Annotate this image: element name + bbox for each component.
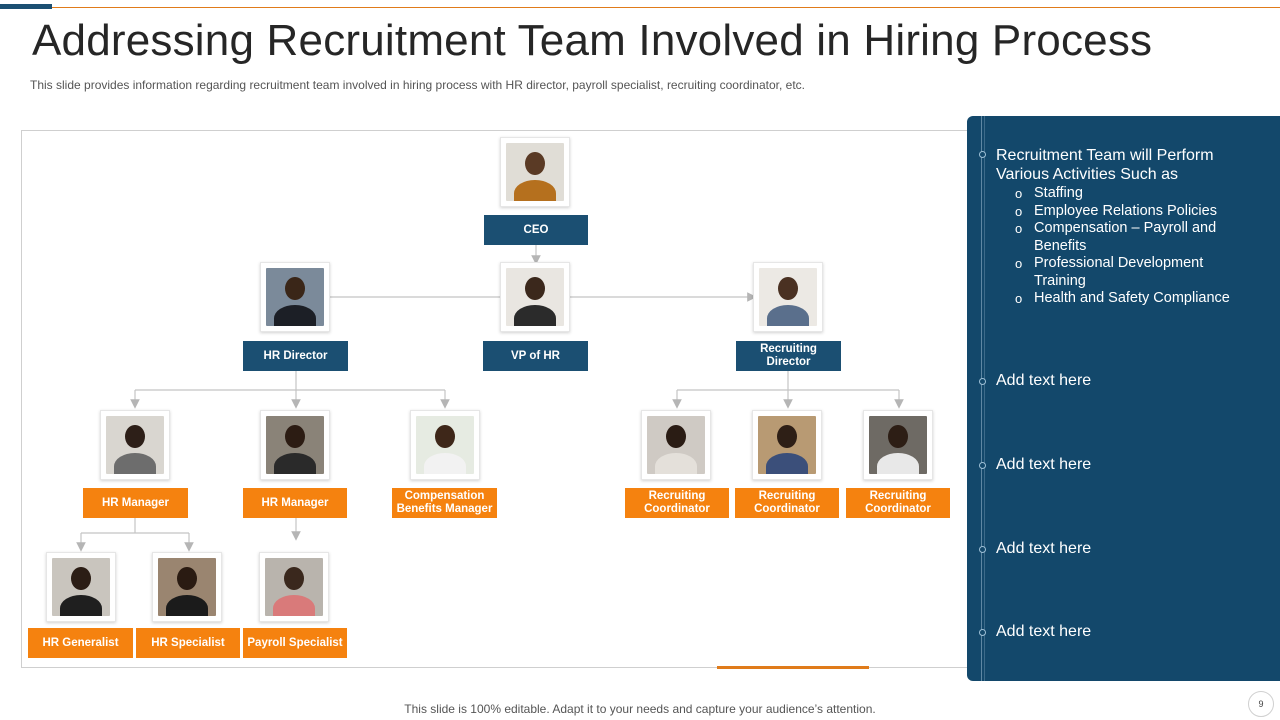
hr-director-photo[interactable] xyxy=(260,262,330,332)
recruiting-director-portrait-icon xyxy=(759,268,817,326)
hr-generalist-photo[interactable] xyxy=(46,552,116,622)
panel-placeholder-1[interactable]: Add text here xyxy=(996,372,1092,389)
hr-manager-1-label[interactable]: HR Manager xyxy=(83,488,188,518)
recruiting-coordinator-1-label[interactable]: Recruiting Coordinator xyxy=(625,488,729,518)
timeline-dot-icon xyxy=(979,151,986,158)
hr-manager-1-photo[interactable] xyxy=(100,410,170,480)
panel-placeholder-4[interactable]: Add text here xyxy=(996,623,1092,640)
panel-heading: Recruitment Team will Perform Various Ac… xyxy=(996,147,1214,183)
activity-item: Professional Development Training xyxy=(996,255,1246,290)
ceo-portrait-icon xyxy=(506,143,564,201)
vp-hr-photo[interactable] xyxy=(500,262,570,332)
payroll-specialist-label[interactable]: Payroll Specialist xyxy=(243,628,347,658)
payroll-specialist-portrait-icon xyxy=(265,558,323,616)
hr-manager-2-portrait-icon xyxy=(266,416,324,474)
payroll-specialist-photo[interactable] xyxy=(259,552,329,622)
hr-generalist-portrait-icon xyxy=(52,558,110,616)
activities-list: Staffing Employee Relations Policies Com… xyxy=(996,185,1246,308)
hr-specialist-photo[interactable] xyxy=(152,552,222,622)
activity-item: Staffing xyxy=(996,185,1246,203)
compensation-manager-portrait-icon xyxy=(416,416,474,474)
timeline-dot-icon xyxy=(979,462,986,469)
timeline-dot-icon xyxy=(979,629,986,636)
hr-director-label[interactable]: HR Director xyxy=(243,341,348,371)
recruiting-coordinator-2-photo[interactable] xyxy=(752,410,822,480)
hr-manager-2-photo[interactable] xyxy=(260,410,330,480)
activity-item: Employee Relations Policies xyxy=(996,203,1246,221)
panel-timeline-line-inner xyxy=(984,116,985,681)
recruiting-coordinator-2-portrait-icon xyxy=(758,416,816,474)
activity-item: Compensation – Payroll and Benefits xyxy=(996,220,1246,255)
slide-subtitle[interactable]: This slide provides information regardin… xyxy=(30,78,806,92)
page-number: 9 xyxy=(1248,691,1274,717)
recruiting-director-photo[interactable] xyxy=(753,262,823,332)
org-chart-frame-accent xyxy=(717,666,869,669)
compensation-manager-photo[interactable] xyxy=(410,410,480,480)
recruiting-coordinator-1-photo[interactable] xyxy=(641,410,711,480)
recruiting-coordinator-3-photo[interactable] xyxy=(863,410,933,480)
panel-timeline-line xyxy=(981,116,982,681)
hr-specialist-label[interactable]: HR Specialist xyxy=(136,628,240,658)
hr-generalist-label[interactable]: HR Generalist xyxy=(28,628,133,658)
recruiting-coordinator-3-label[interactable]: Recruiting Coordinator xyxy=(846,488,950,518)
slide-title[interactable]: Addressing Recruitment Team Involved in … xyxy=(32,16,1153,65)
panel-placeholder-3[interactable]: Add text here xyxy=(996,540,1092,557)
panel-placeholder-2[interactable]: Add text here xyxy=(996,456,1092,473)
hr-director-portrait-icon xyxy=(266,268,324,326)
top-accent-bar xyxy=(0,4,52,9)
top-divider-line xyxy=(52,7,1280,8)
hr-manager-1-portrait-icon xyxy=(106,416,164,474)
activity-item: Health and Safety Compliance xyxy=(996,290,1246,308)
timeline-dot-icon xyxy=(979,378,986,385)
recruiting-director-label[interactable]: Recruiting Director xyxy=(736,341,841,371)
hr-specialist-portrait-icon xyxy=(158,558,216,616)
slide-footer: This slide is 100% editable. Adapt it to… xyxy=(404,702,876,716)
panel-activities-block[interactable]: Recruitment Team will Perform Various Ac… xyxy=(996,146,1246,308)
hr-manager-2-label[interactable]: HR Manager xyxy=(243,488,347,518)
ceo-label[interactable]: CEO xyxy=(484,215,588,245)
compensation-manager-label[interactable]: Compensation Benefits Manager xyxy=(392,488,497,518)
vp-hr-portrait-icon xyxy=(506,268,564,326)
timeline-dot-icon xyxy=(979,546,986,553)
vp-hr-label[interactable]: VP of HR xyxy=(483,341,588,371)
recruiting-coordinator-1-portrait-icon xyxy=(647,416,705,474)
ceo-photo[interactable] xyxy=(500,137,570,207)
recruiting-coordinator-2-label[interactable]: Recruiting Coordinator xyxy=(735,488,839,518)
recruiting-coordinator-3-portrait-icon xyxy=(869,416,927,474)
